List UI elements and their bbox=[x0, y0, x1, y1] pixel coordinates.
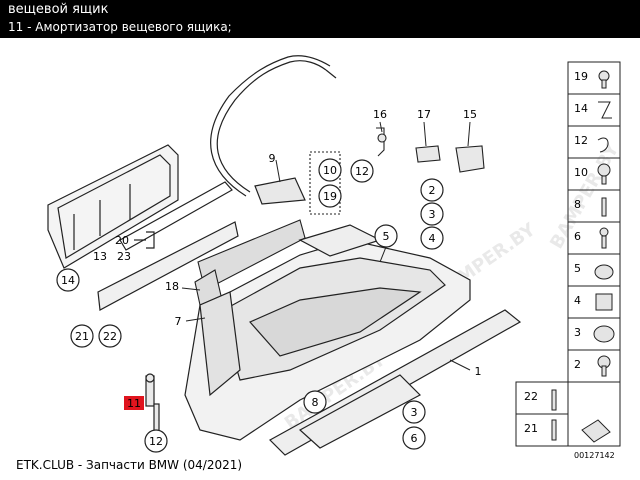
callout-6: 6 bbox=[411, 432, 418, 445]
small-parts bbox=[309, 127, 485, 215]
legend-icons bbox=[551, 70, 615, 443]
callout-3b: 3 bbox=[411, 406, 418, 419]
parts-legend bbox=[515, 61, 621, 447]
legend-num-22: 22 bbox=[524, 390, 538, 403]
callout-2: 2 bbox=[429, 184, 436, 197]
callout-13: 13 bbox=[93, 250, 107, 263]
page-title: вещевой ящик bbox=[8, 2, 109, 17]
callout-11: 11 bbox=[127, 397, 141, 410]
legend-num-3: 3 bbox=[574, 326, 581, 339]
legend-num-6: 6 bbox=[574, 230, 581, 243]
callout-21: 21 bbox=[75, 330, 89, 343]
legend-num-5: 5 bbox=[574, 262, 581, 275]
legend-num-12: 12 bbox=[574, 134, 588, 147]
legend-num-8: 8 bbox=[574, 198, 581, 211]
watermark-text-3: BAMPER.BY bbox=[546, 139, 624, 252]
callout-10: 10 bbox=[323, 164, 337, 177]
legend-num-10: 10 bbox=[574, 166, 588, 179]
callout-12: 12 bbox=[355, 165, 369, 178]
callout-4: 4 bbox=[429, 232, 436, 245]
legend-num-4: 4 bbox=[574, 294, 581, 307]
parts-diagram: BAMPER.BY BAMPER.BY BAMPER.BY bbox=[47, 55, 624, 458]
callout-17: 17 bbox=[417, 108, 431, 121]
leader-lines bbox=[181, 121, 471, 371]
callout-16: 16 bbox=[373, 108, 387, 121]
callouts bbox=[56, 158, 444, 453]
legend-num-21: 21 bbox=[524, 422, 538, 435]
callout-12b: 12 bbox=[149, 435, 163, 448]
legend-num-19: 19 bbox=[574, 70, 588, 83]
callout-9: 9 bbox=[269, 152, 276, 165]
legend-numbers: 19 14 12 10 8 6 5 4 3 2 22 21 bbox=[524, 70, 588, 435]
legend-num-14: 14 bbox=[574, 102, 588, 115]
callout-5: 5 bbox=[383, 230, 390, 243]
callout-18: 18 bbox=[165, 280, 179, 293]
part-20-bracket bbox=[134, 231, 155, 249]
footer-source: ETK.CLUB - Запчасти BMW (04/2021) bbox=[16, 458, 243, 472]
part-11-highlight bbox=[124, 396, 144, 410]
callout-19: 19 bbox=[323, 190, 337, 203]
callout-7: 7 bbox=[175, 315, 182, 328]
trim-strip bbox=[269, 309, 522, 456]
callout-14: 14 bbox=[61, 274, 75, 287]
lid-insert-panel bbox=[97, 181, 239, 311]
callout-22: 22 bbox=[103, 330, 117, 343]
glovebox-lid bbox=[47, 144, 179, 269]
glovebox-housing bbox=[184, 224, 471, 441]
callout-3: 3 bbox=[429, 208, 436, 221]
header-bar: вещевой ящик 11 - Амортизатор вещевого я… bbox=[0, 0, 640, 38]
callout-labels: 14 21 22 10 19 12 2 3 4 5 8 3 6 12 9 16 … bbox=[61, 108, 482, 448]
legend-num-2: 2 bbox=[574, 358, 581, 371]
diagram-code: 00127142 bbox=[574, 451, 615, 458]
release-cable bbox=[210, 55, 337, 205]
callout-23: 23 bbox=[117, 250, 131, 263]
callout-20: 20 bbox=[115, 234, 129, 247]
callout-8: 8 bbox=[312, 396, 319, 409]
callout-1: 1 bbox=[475, 365, 482, 378]
page-subtitle: 11 - Амортизатор вещевого ящика; bbox=[8, 20, 232, 34]
callout-15: 15 bbox=[463, 108, 477, 121]
